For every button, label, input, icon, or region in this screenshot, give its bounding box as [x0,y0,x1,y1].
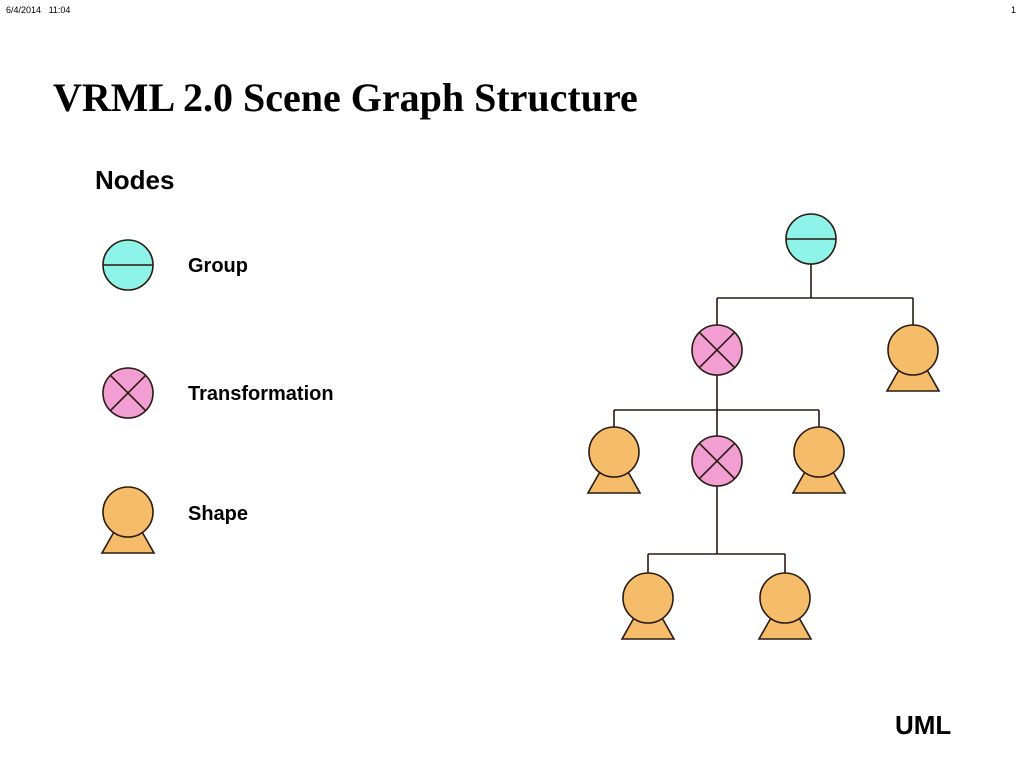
legend-label-group: Group [188,255,248,277]
footer-label: UML [895,710,952,740]
tree-node-transformation-t2 [691,435,743,487]
legend-transformation-icon [102,367,154,419]
slide-title: VRML 2.0 Scene Graph Structure [53,75,638,120]
legend-label-shape: Shape [188,503,249,525]
shape-head-icon [102,486,154,538]
shape-head-icon [793,426,845,478]
page-number: 1 [1010,5,1016,15]
tree-node-shape-s3 [885,324,941,392]
tree-node-shape-s2 [791,426,847,494]
legend-shape-icon [100,486,156,554]
tree-node-shape-s1 [586,426,642,494]
tree-node-group-root [785,213,837,265]
header-date: 6/4/2014 11:04 [6,5,71,15]
legend-group-icon [102,239,154,291]
legend-heading: Nodes [95,165,175,195]
legend-label-transformation: Transformation [188,383,334,405]
shape-head-icon [622,572,674,624]
shape-head-icon [588,426,640,478]
tree-node-transformation-t1 [691,324,743,376]
tree-node-shape-s4 [620,572,676,640]
tree-node-shape-s5 [757,572,813,640]
shape-head-icon [759,572,811,624]
shape-head-icon [887,324,939,376]
